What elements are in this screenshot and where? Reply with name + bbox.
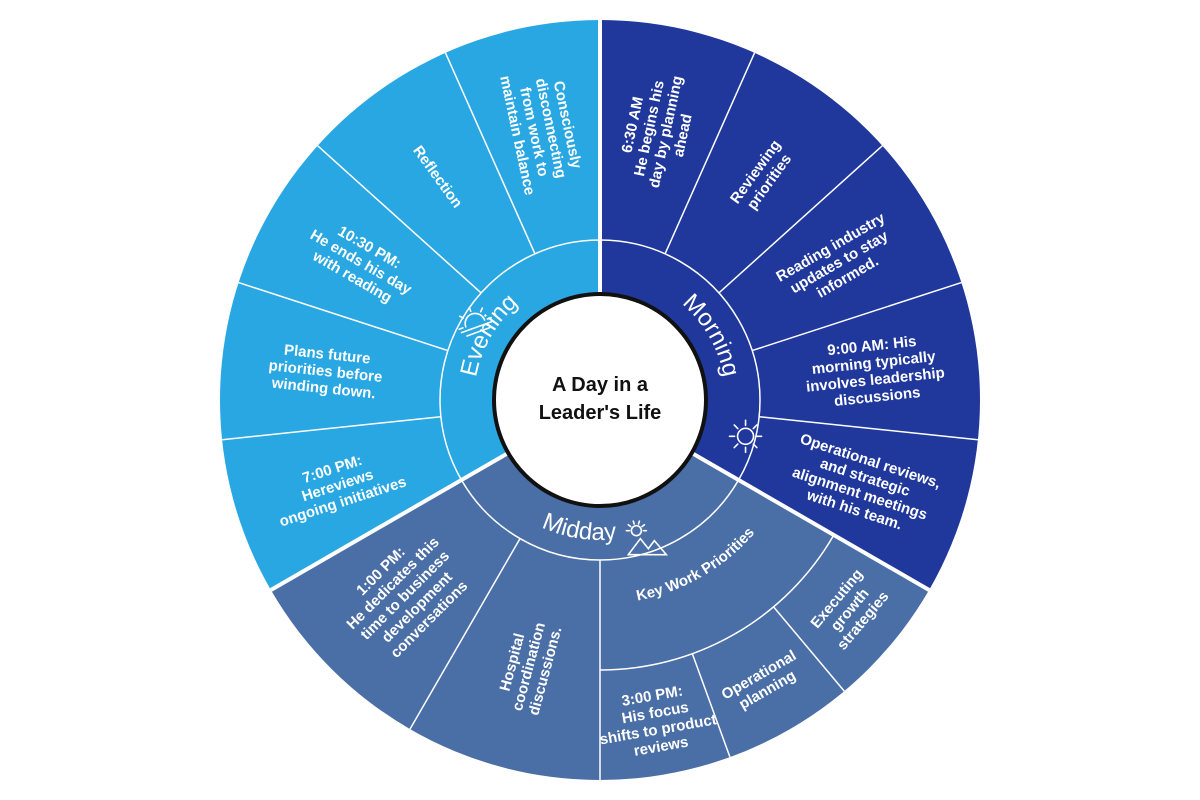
midday-inner-ring-right xyxy=(599,479,740,561)
center-title-line-1: A Day in a xyxy=(552,374,649,396)
center-hub: A Day in a Leader's Life xyxy=(492,292,708,508)
divider-morning-midday xyxy=(690,451,931,592)
mountain-sun-icon xyxy=(625,520,669,556)
divider-midday-evening xyxy=(269,451,510,592)
icon-layer xyxy=(458,306,763,556)
morning-segment-divider-3 xyxy=(759,415,978,441)
evening-segment-divider-1 xyxy=(238,281,449,352)
key-work-divider-1 xyxy=(772,606,845,692)
morning-segment-divider-1 xyxy=(718,145,883,294)
midday-left-divider xyxy=(409,538,521,730)
sunset-icon xyxy=(458,306,493,337)
evening-segment-divider-3 xyxy=(444,52,536,255)
center-title-line-2: Leader's Life xyxy=(539,402,662,424)
divider-layer xyxy=(222,20,978,780)
morning-segment-divider-2 xyxy=(751,281,962,352)
midday-inner-ring-left xyxy=(460,479,601,561)
morning-segment-divider-0 xyxy=(664,52,756,255)
sun-icon xyxy=(728,419,763,454)
evening-segment-divider-2 xyxy=(317,145,482,294)
morning-segment-4: Operational reviews,and strategicalignme… xyxy=(790,431,943,534)
evening-segment-divider-0 xyxy=(222,415,441,441)
key-work-ring xyxy=(599,534,835,671)
evening-inner-ring xyxy=(439,239,601,481)
key-work-divider-2 xyxy=(691,653,731,758)
morning-inner-ring xyxy=(599,239,761,481)
